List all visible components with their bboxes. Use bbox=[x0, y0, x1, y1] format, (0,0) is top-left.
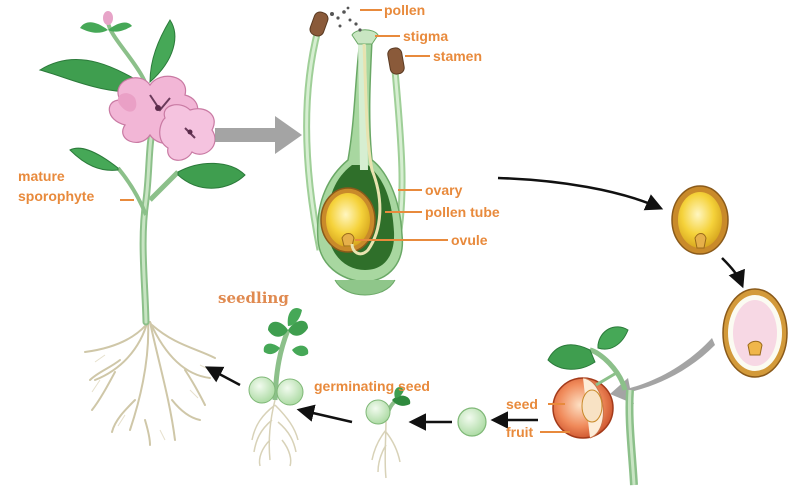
germinating-seed-plant bbox=[365, 387, 411, 479]
germinating-seed-label: germinating seed bbox=[314, 378, 430, 394]
flower-cluster bbox=[108, 75, 216, 161]
sporophyte-label: sporophyte bbox=[18, 188, 95, 204]
stamen-label: stamen bbox=[433, 48, 483, 64]
fertilized-ovule bbox=[671, 185, 729, 255]
flower-cross-section bbox=[303, 6, 448, 296]
arrow-to-fertilized-ovule bbox=[497, 176, 664, 211]
mature-label: mature bbox=[18, 168, 65, 184]
fruit-label: fruit bbox=[506, 424, 534, 440]
ovule-label: ovule bbox=[451, 232, 488, 248]
seedling-label: seedling bbox=[218, 289, 289, 307]
grey-arrow-to-fruit bbox=[610, 338, 715, 404]
seedling-plant bbox=[248, 307, 309, 467]
grey-arrow-to-flower-detail bbox=[215, 116, 302, 154]
arrow-to-mature-sporophyte bbox=[204, 366, 241, 387]
stigma-label: stigma bbox=[403, 28, 449, 44]
pollen-label: pollen bbox=[384, 2, 426, 18]
ovary-label: ovary bbox=[425, 182, 463, 198]
seed-label: seed bbox=[506, 396, 538, 412]
developing-seed bbox=[722, 288, 788, 378]
pollen-tube-label: pollen tube bbox=[425, 204, 500, 220]
mature-sporophyte-plant bbox=[38, 11, 246, 446]
seed bbox=[457, 407, 487, 437]
arrow-to-seedling bbox=[296, 404, 353, 424]
arrow-to-developing-seed bbox=[721, 257, 745, 289]
fruit-with-seed bbox=[540, 326, 638, 486]
